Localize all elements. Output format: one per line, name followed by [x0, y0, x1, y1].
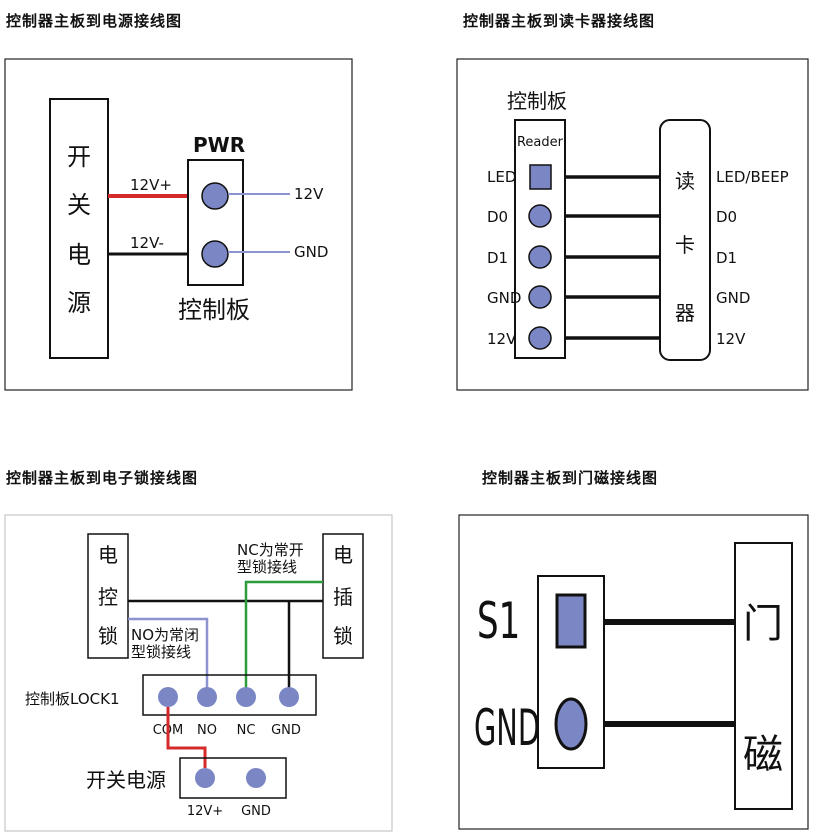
- power-board-label: 控制板: [178, 296, 250, 324]
- lock-psu-pin-label: 12V+: [187, 804, 223, 819]
- lock-psu-connector: [179, 757, 287, 799]
- reader-pin-d0: [528, 204, 552, 228]
- reader-pin-gnd: [528, 285, 552, 309]
- lock-psu-pin-12v: [195, 768, 215, 788]
- lock-b-char: 插: [333, 585, 353, 609]
- lock1-pin-no: [197, 687, 217, 707]
- lock-psu-pin-gnd: [246, 768, 266, 788]
- reader-connector: [514, 119, 566, 359]
- caption-lock: 控制器主板到电子锁接线图: [6, 469, 199, 487]
- reader-right-label: GND: [716, 289, 750, 307]
- pwr-connector: [187, 159, 244, 286]
- door-panel: S1 GND 门 磁: [458, 514, 809, 830]
- lock-b-char: 电: [333, 543, 353, 567]
- lock-nc-wire: [244, 580, 323, 688]
- pin-label-12v: 12V: [294, 185, 324, 203]
- lock1-pin-label: NO: [197, 723, 217, 738]
- reader-panel-frame: [456, 58, 809, 391]
- lock-panel-frame: [4, 514, 393, 832]
- lock-no-wire: [128, 617, 209, 688]
- pin-label-gnd: GND: [294, 243, 328, 261]
- door-sensor-box: [734, 542, 793, 810]
- door-label-s1: S1: [477, 592, 520, 650]
- lock1-pin-gnd: [279, 687, 299, 707]
- door-pin-s1: [555, 593, 587, 649]
- power-supply-char: 关: [67, 191, 91, 219]
- power-panel-frame: [4, 58, 353, 391]
- no-note-line1: NO为常闭: [131, 626, 199, 644]
- nc-note-line2: 型锁接线: [237, 558, 297, 576]
- pwr-label: PWR: [193, 133, 245, 157]
- reader-left-label: LED: [487, 168, 516, 186]
- door-panel-frame: [458, 514, 809, 830]
- reader-left-label: D0: [487, 208, 508, 226]
- card-reader-box: [659, 119, 711, 361]
- reader-pin-d1: [528, 245, 552, 269]
- power-supply-char: 电: [67, 241, 91, 269]
- door-sensor-char: 磁: [743, 732, 783, 778]
- lock-a-char: 锁: [98, 624, 118, 648]
- card-reader-char: 卡: [675, 233, 695, 257]
- reader-right-label: LED/BEEP: [716, 168, 789, 186]
- lock-b-box: [322, 533, 364, 659]
- reader-left-label: D1: [487, 249, 508, 267]
- wire-label-pos: 12V+: [130, 176, 172, 194]
- lock1-connector: [142, 674, 317, 716]
- power-supply-box: [49, 98, 109, 359]
- door-label-gnd: GND: [474, 698, 540, 757]
- reader-left-label: 12V: [487, 330, 517, 348]
- wire-label-neg: 12V-: [130, 234, 164, 252]
- lock1-pin-nc: [236, 687, 256, 707]
- lock-psu-label: 开关电源: [86, 768, 166, 792]
- card-reader-char: 器: [675, 301, 695, 325]
- caption-power: 控制器主板到电源接线图: [6, 12, 183, 30]
- lock-panel: 电 控 锁 电 插 锁 NC为常开 型锁接线 NO为常闭 型锁接线 控制板LOC…: [4, 514, 393, 832]
- nc-note-line1: NC为常开: [237, 541, 304, 559]
- lock1-pin-label: GND: [271, 723, 301, 738]
- door-pin-gnd: [554, 697, 588, 751]
- reader-panel: 控制板 Reader LED D0 D1 GND 12V 读 卡 器 LED/B…: [456, 58, 809, 391]
- power-panel: 开 关 电 源 12V+ 12V- PWR 12V GND 控制板: [4, 58, 353, 391]
- pwr-pin-12v: [201, 182, 229, 210]
- pwr-pin-gnd: [201, 240, 229, 268]
- reader-board-label: 控制板: [507, 89, 567, 113]
- reader-left-label: GND: [487, 289, 521, 307]
- door-connector: [537, 575, 605, 769]
- reader-pin-led: [529, 164, 552, 190]
- lock-a-box: [87, 533, 129, 659]
- lock1-pin-com: [158, 687, 178, 707]
- door-sensor-char: 门: [743, 601, 783, 647]
- reader-tag: Reader: [517, 135, 564, 150]
- lock-board-label: 控制板LOCK1: [25, 690, 119, 708]
- lock-a-char: 控: [98, 585, 118, 609]
- reader-right-label: 12V: [716, 330, 746, 348]
- power-supply-char: 开: [67, 143, 91, 171]
- lock-a-char: 电: [98, 543, 118, 567]
- lock-b-char: 锁: [333, 624, 353, 648]
- reader-right-label: D0: [716, 208, 737, 226]
- lock1-pin-label: NC: [237, 723, 256, 738]
- lock-psu-pin-label: GND: [241, 804, 271, 819]
- power-supply-char: 源: [67, 289, 91, 317]
- no-note-line2: 型锁接线: [131, 643, 191, 661]
- caption-door: 控制器主板到门磁接线图: [482, 469, 659, 487]
- reader-right-label: D1: [716, 249, 737, 267]
- caption-reader: 控制器主板到读卡器接线图: [463, 12, 656, 30]
- card-reader-char: 读: [675, 169, 695, 193]
- reader-pin-12v: [528, 326, 552, 350]
